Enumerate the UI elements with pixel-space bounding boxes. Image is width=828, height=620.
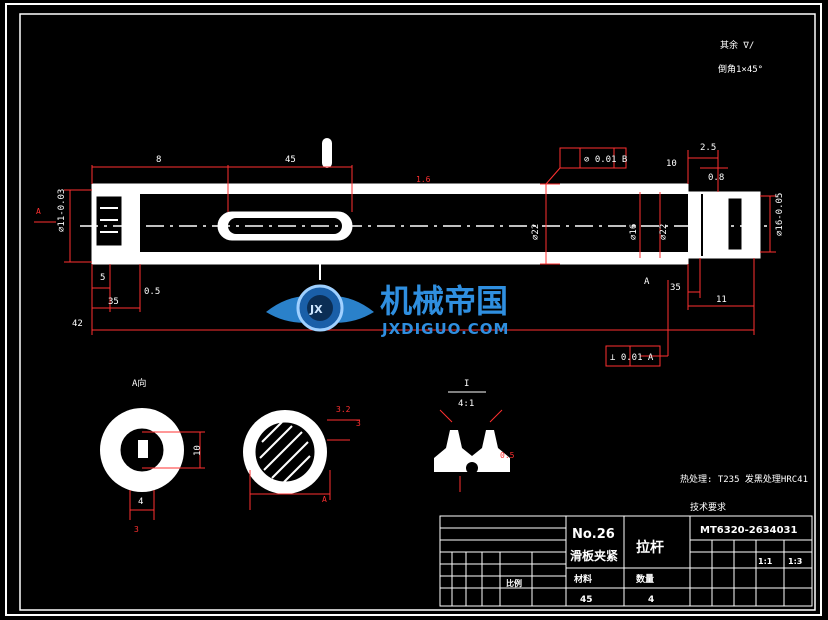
view-a-label: A向 bbox=[132, 377, 146, 389]
roughness-mark-top: 1.6 bbox=[416, 175, 431, 184]
dim-overall: 42 bbox=[72, 319, 83, 329]
watermark-logo: JX 机械帝国 JXDIGUO.COM bbox=[266, 282, 509, 338]
detail-view bbox=[434, 430, 510, 474]
tb-drawing-no: No.26 bbox=[572, 527, 615, 542]
logo-gear-hub bbox=[307, 295, 333, 321]
detail-dimensions bbox=[439, 409, 503, 492]
section-dimensions bbox=[249, 419, 360, 510]
dim-left-small-3: 0.5 bbox=[144, 287, 160, 297]
title-block bbox=[439, 515, 813, 607]
dim-top-mid: 45 bbox=[285, 155, 296, 165]
view-a-dim-2: 4 bbox=[138, 497, 143, 507]
section-roughness: 3.2 bbox=[336, 405, 351, 414]
section-view-hatched bbox=[243, 410, 327, 494]
tb-sheet: 1:3 bbox=[788, 557, 802, 566]
tech-requirements-title: 技术要求 bbox=[690, 501, 726, 513]
detail-groove bbox=[466, 462, 478, 474]
main-dimensions bbox=[34, 147, 776, 367]
roughness-note: 其余 ∇/ bbox=[720, 39, 754, 51]
datum-right: A bbox=[644, 277, 650, 287]
dim-left-dia: ∅11-0.03 bbox=[57, 189, 67, 232]
logo-emblem: JX bbox=[309, 303, 323, 316]
inner-frame bbox=[19, 13, 816, 611]
chamfer-note: 倒角1×45° bbox=[718, 63, 763, 75]
section-datum: A bbox=[322, 495, 327, 504]
view-a-dimensions bbox=[129, 431, 205, 520]
tb-quantity: 4 bbox=[648, 595, 654, 605]
section-inner bbox=[254, 421, 316, 483]
section-view-a bbox=[100, 408, 184, 492]
logo-text-en: JXDIGUO.COM bbox=[381, 320, 509, 338]
tech-requirements: 热处理: T235 发黑处理HRC41 bbox=[680, 473, 808, 485]
tb-material: 45 bbox=[580, 595, 593, 605]
view-a-dim-3: 3 bbox=[134, 525, 139, 534]
view-a-dim-1: 10 bbox=[193, 445, 203, 456]
outer-frame bbox=[5, 3, 822, 616]
detail-dim: 0.5 bbox=[500, 451, 515, 460]
detail-label: I bbox=[464, 379, 469, 389]
perp-tolerance-frame: ⊥ 0.01 A bbox=[610, 353, 654, 363]
view-a-key bbox=[138, 440, 148, 458]
tb-assembly: 滑板夹紧 bbox=[570, 548, 618, 563]
logo-text-cn: 机械帝国 bbox=[380, 282, 508, 320]
dim-right-small-2: 10 bbox=[666, 159, 677, 169]
top-pin bbox=[322, 138, 332, 168]
dim-top-left: 8 bbox=[156, 155, 161, 165]
geom-tolerance-frame: ⊘ 0.01 B bbox=[584, 155, 627, 165]
tb-code: MT6320-2634031 bbox=[700, 525, 798, 536]
right-end-hole bbox=[727, 197, 743, 251]
tb-scale: 1:1 bbox=[758, 557, 773, 566]
tb-quantity-label: 数量 bbox=[636, 573, 654, 585]
rod-main-view bbox=[80, 138, 770, 280]
tb-material-label: 材料 bbox=[573, 573, 592, 585]
datum-left: A bbox=[36, 207, 41, 216]
dim-mid-dia: ∅22 bbox=[531, 224, 541, 240]
dim-right-len-1: 35 bbox=[670, 283, 681, 293]
detail-scale: 4:1 bbox=[458, 399, 474, 409]
dim-right-dia: ∅16-0.05 bbox=[775, 193, 785, 236]
dim-right-dia-inner: ∅22 bbox=[659, 224, 669, 240]
dim-left-small-2: 35 bbox=[108, 297, 119, 307]
tb-revision: 比例 bbox=[506, 578, 522, 588]
dim-slot-dia: ∅16 bbox=[629, 224, 639, 240]
section-dim-tol: 3 bbox=[356, 419, 361, 428]
tb-part-name: 拉杆 bbox=[636, 539, 664, 556]
dim-right-len-2: 11 bbox=[716, 295, 727, 305]
detail-profile bbox=[434, 430, 510, 472]
dim-left-small-1: 5 bbox=[100, 273, 105, 283]
dim-right-small-3: 0.8 bbox=[708, 173, 724, 183]
dim-right-small-1: 2.5 bbox=[700, 143, 716, 153]
